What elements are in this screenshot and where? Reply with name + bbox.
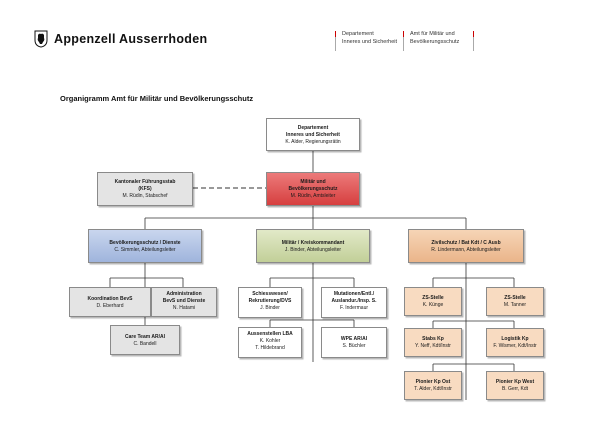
- node-title: Pionier Kp West: [495, 379, 535, 385]
- node-administration: Administration BevS und Dienste N. Hatam…: [151, 287, 217, 317]
- node-aussenstellen: Aussenstellen LBA K. Kohler T. Hildebran…: [238, 327, 302, 358]
- header-divider: [403, 31, 404, 51]
- node-title: BevS und Dienste: [162, 297, 206, 304]
- node-amt: Militär und Bevölkerungsschutz M. Rüdin,…: [266, 172, 360, 206]
- node-person: C. Bandell: [133, 340, 157, 347]
- node-departement: Departement Inneres und Sicherheit K. Al…: [266, 118, 360, 151]
- header-divider: [335, 31, 336, 51]
- node-zs-stelle-1: ZS-Stelle K. Künge: [404, 287, 462, 316]
- node-title: Care Team AR/AI: [124, 334, 165, 340]
- node-title: Koordination BevS: [87, 296, 133, 302]
- page-title: Organigramm Amt für Militär und Bevölker…: [60, 94, 254, 103]
- node-person: R. Lindermann, Abteilungsleiter: [431, 246, 501, 253]
- node-koordination: Koordination BevS D. Eberhard: [69, 287, 151, 317]
- node-person: F. Wismer, Kdt/Instr: [493, 342, 537, 349]
- node-title: Militär und: [300, 179, 326, 185]
- node-title: Aussenstellen LBA: [247, 331, 293, 337]
- node-title: (KFS): [138, 185, 152, 192]
- header-office: Amt für Militär und Bevölkerungsschutz: [404, 30, 459, 46]
- node-person: M. Rüdin, Stabschef: [122, 192, 168, 199]
- node-title: Militär / Kreiskommandant: [281, 240, 345, 246]
- node-title: Schiesswesen/: [252, 291, 288, 297]
- node-person: K. Kohler: [259, 337, 281, 344]
- node-title: Stabs Kp: [422, 336, 444, 342]
- node-person: K. Künge: [422, 301, 444, 308]
- node-wpe: WPE AR/AI S. Büchler: [321, 327, 387, 358]
- node-schiesswesen: Schiesswesen/ Rekrutierung/DVS J. Binder: [238, 287, 302, 318]
- header-accent: [335, 31, 336, 37]
- node-person: F. Indermaur: [339, 304, 369, 311]
- node-title: Auslandur./Insp. S.: [331, 297, 377, 304]
- node-title: ZS-Stelle: [422, 295, 444, 301]
- node-bevoelkerungsschutz: Bevölkerungsschutz / Dienste C. Simmler,…: [88, 229, 202, 263]
- node-zs-stelle-2: ZS-Stelle M. Tanner: [486, 287, 544, 316]
- node-title: Bevölkerungsschutz: [288, 185, 338, 192]
- node-person: J. Binder, Abteilungsleiter: [284, 246, 342, 253]
- header-department: Departement Inneres und Sicherheit: [336, 30, 397, 46]
- node-title: Logistik Kp: [501, 336, 529, 342]
- header-accent: [403, 31, 404, 37]
- node-kfs: Kantonaler Führungsstab (KFS) M. Rüdin, …: [97, 172, 193, 206]
- node-title: Rekrutierung/DVS: [248, 297, 292, 304]
- node-title: Kantonaler Führungsstab: [114, 179, 176, 185]
- header-divider: [473, 31, 474, 51]
- node-pionier-west: Pionier Kp West B. Gerr, Kdt: [486, 371, 544, 400]
- node-title: Administration: [166, 291, 202, 297]
- node-person: C. Simmler, Abteilungsleiter: [114, 246, 176, 253]
- node-careteam: Care Team AR/AI C. Bandell: [110, 325, 180, 355]
- node-zivilschutz: Zivilschutz / Bat Kdt / C Ausb R. Linder…: [408, 229, 524, 263]
- header-department-line1: Departement: [342, 31, 374, 37]
- node-logistik-kp: Logistik Kp F. Wismer, Kdt/Instr: [486, 328, 544, 357]
- header-accent: [473, 31, 474, 37]
- node-title: WPE AR/AI: [340, 336, 368, 342]
- node-person: J. Binder: [260, 304, 280, 311]
- node-mutationen: Mutationen/Entl./ Auslandur./Insp. S. F.…: [321, 287, 387, 318]
- node-militaer: Militär / Kreiskommandant J. Binder, Abt…: [256, 229, 370, 263]
- node-person: T. Hildebrand: [255, 344, 285, 351]
- node-title: Mutationen/Entl./: [333, 291, 375, 297]
- header-office-line1: Amt für Militär und: [410, 31, 455, 37]
- node-person: M. Tanner: [503, 301, 527, 308]
- node-person: M. Rüdin, Amtsleiter: [290, 192, 336, 199]
- node-person: T. Alder, Kdt/Instr: [414, 385, 452, 392]
- brand-logo: Appenzell Ausserrhoden: [34, 30, 207, 48]
- coat-of-arms-icon: [34, 30, 48, 48]
- node-person: B. Gerr, Kdt: [501, 385, 529, 392]
- node-pionier-ost: Pionier Kp Ost T. Alder, Kdt/Instr: [404, 371, 462, 400]
- node-title: Bevölkerungsschutz / Dienste: [109, 240, 181, 246]
- node-person: N. Hatami: [172, 304, 196, 311]
- node-title: Inneres und Sicherheit: [286, 131, 340, 138]
- node-person: S. Büchler: [342, 342, 366, 349]
- node-title: Pionier Kp Ost: [415, 379, 451, 385]
- node-person: K. Alder, Regierungsrätin: [285, 138, 341, 145]
- node-stabs-kp: Stabs Kp Y. Neff, Kdt/Instr: [404, 328, 462, 357]
- brand-name: Appenzell Ausserrhoden: [54, 32, 208, 46]
- node-person: Y. Neff, Kdt/Instr: [415, 342, 451, 349]
- header-office-line2: Bevölkerungsschutz: [410, 39, 460, 45]
- header-department-line2: Inneres und Sicherheit: [342, 39, 398, 45]
- node-person: D. Eberhard: [96, 302, 124, 309]
- node-title: ZS-Stelle: [504, 295, 526, 301]
- node-title: Departement: [297, 125, 329, 131]
- node-title: Zivilschutz / Bat Kdt / C Ausb: [431, 240, 501, 246]
